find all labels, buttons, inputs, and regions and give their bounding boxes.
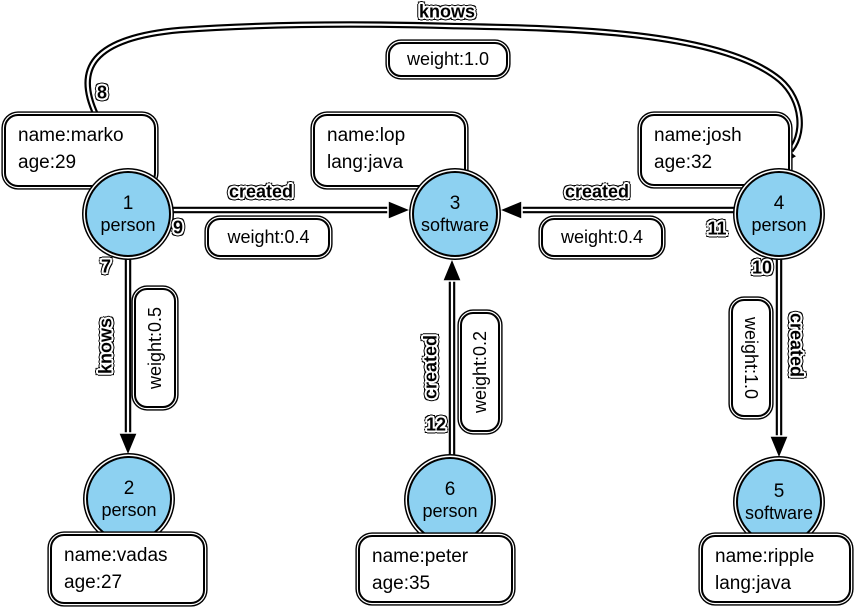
property-line: name:marko	[18, 125, 124, 146]
edge-9-id: 9	[172, 217, 184, 238]
vertex-6-properties-box: name:peter age:35	[358, 535, 513, 603]
edge-12-weight-box: weight:0.2	[460, 312, 500, 432]
vertex-6-circle: 6 person	[407, 457, 493, 543]
vertex-label: software	[420, 215, 490, 235]
vertex-2-circle: 2 person	[86, 456, 172, 542]
edge-8-id: 8	[96, 82, 108, 103]
vertex-label: person	[101, 500, 157, 520]
edge-9-weight-box: weight:0.4	[207, 218, 330, 257]
edge-7-id: 7	[100, 256, 112, 277]
property-line: name:peter	[372, 546, 469, 567]
edge-12-label: created	[420, 334, 441, 400]
edge-12-id: 12	[425, 414, 447, 435]
arrowhead-edge-11	[496, 199, 523, 221]
edge-10-label: created	[786, 312, 807, 378]
edge-7-label: knows	[95, 317, 116, 375]
property-line: age:29	[18, 152, 77, 173]
edge-10-id: 10	[751, 257, 773, 278]
vertex-label: person	[751, 215, 807, 235]
edge-8-label: knows	[418, 1, 476, 22]
property-line: age:32	[654, 152, 713, 173]
edge-8-weight-box: weight:1.0	[388, 42, 508, 77]
edge-11-id: 11	[707, 218, 727, 239]
arrowhead-edge-10	[768, 435, 790, 462]
vertex-5-circle: 5 software	[736, 459, 822, 545]
vertex-id: 3	[449, 193, 461, 214]
edge-7-weight-box: weight:0.5	[134, 288, 176, 408]
vertex-5-properties-box: name:ripple lang:java	[701, 535, 851, 603]
property-line: name:ripple	[715, 546, 815, 567]
vertex-id: 6	[444, 479, 456, 500]
edge-11-label: created	[564, 181, 630, 202]
vertex-2-properties-box: name:vadas age:27	[50, 534, 205, 604]
arrowhead-edge-9	[387, 199, 414, 221]
property-line: lang:java	[715, 573, 792, 594]
vertex-id: 2	[123, 478, 135, 499]
vertex-label: person	[422, 501, 478, 521]
vertex-id: 4	[773, 193, 785, 214]
property-line: name:vadas	[64, 545, 168, 566]
vertex-4-circle: 4 person	[736, 171, 822, 257]
property-line: age:35	[372, 573, 431, 594]
arrowhead-edge-7	[117, 432, 139, 459]
edge-9-label: created	[228, 181, 294, 202]
property-line: name:lop	[327, 125, 406, 146]
property-line: lang:java	[327, 152, 404, 173]
property-line: name:josh	[654, 125, 742, 146]
vertex-label: software	[744, 503, 814, 523]
vertex-id: 5	[773, 481, 785, 502]
vertex-label: person	[100, 215, 156, 235]
arrowhead-edge-12	[441, 255, 463, 282]
vertex-3-circle: 3 software	[412, 171, 498, 257]
vertex-id: 1	[122, 193, 134, 214]
vertex-1-circle: 1 person	[85, 171, 171, 257]
property-line: age:27	[64, 572, 123, 593]
edge-10-weight-box: weight:1.0	[731, 299, 771, 417]
edge-11-weight-box: weight:0.4	[541, 218, 663, 257]
